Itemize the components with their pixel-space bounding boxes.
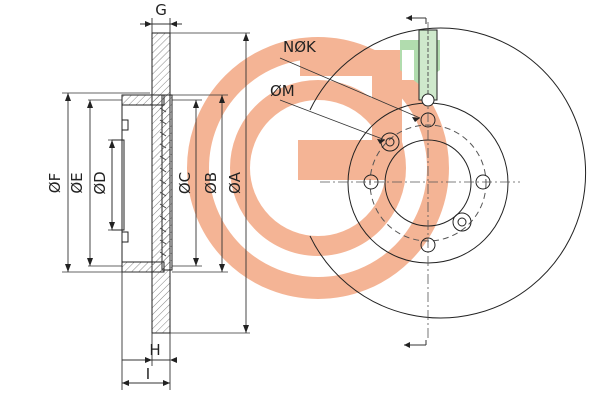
dimension-lines <box>67 33 247 333</box>
label-H: H <box>149 341 160 359</box>
center-lines <box>320 22 520 340</box>
ventilation-fins <box>159 107 167 257</box>
hub-bottom <box>121 261 165 273</box>
leader-lines <box>279 57 421 141</box>
label-D: ØD <box>91 171 109 194</box>
label-NK: NØK <box>283 38 317 56</box>
rotation-arrow-icon <box>406 15 427 24</box>
hat-wall <box>161 94 173 271</box>
rotation-arrow-icon-bottom <box>404 340 427 348</box>
label-E: ØE <box>68 172 86 193</box>
label-B: ØB <box>202 172 220 194</box>
top-slot <box>418 29 438 107</box>
hub-top <box>121 94 165 106</box>
section-view <box>62 18 250 390</box>
label-F: ØF <box>46 173 64 193</box>
front-view <box>279 15 587 348</box>
label-I: I <box>146 365 150 383</box>
disc-outer-edge <box>309 27 587 319</box>
label-A: ØA <box>226 171 244 194</box>
gh-logo-watermark <box>187 37 449 299</box>
label-M: ØM <box>270 82 295 100</box>
dim-H-I <box>121 272 171 390</box>
label-C: ØC <box>176 172 194 194</box>
label-G: G <box>155 1 167 19</box>
